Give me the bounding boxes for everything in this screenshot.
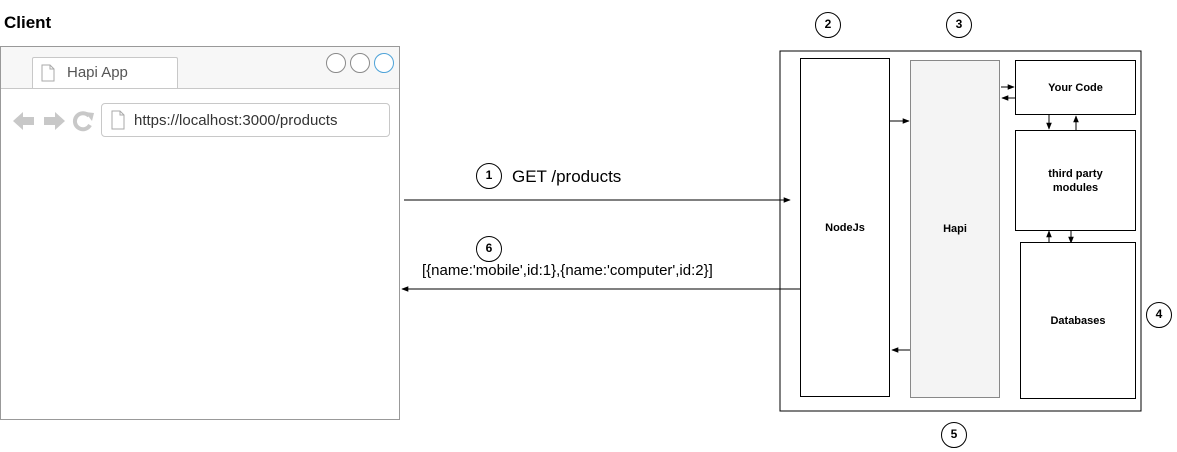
step-number-2: 2 — [815, 12, 841, 38]
third-party-label: third party modules — [1048, 167, 1103, 194]
forward-arrow-icon[interactable] — [42, 111, 66, 131]
browser-window: Hapi App https://localhost:3000/products — [0, 46, 400, 420]
step-number-5: 5 — [941, 422, 967, 448]
response-label: [{name:'mobile',id:1},{name:'computer',i… — [422, 262, 713, 279]
page-icon — [111, 110, 125, 130]
browser-tab[interactable]: Hapi App — [32, 57, 178, 90]
url-text: https://localhost:3000/products — [134, 112, 338, 129]
databases-label: Databases — [1050, 314, 1106, 327]
your-code-label: Your Code — [1048, 81, 1103, 94]
your-code-box: Your Code — [1015, 60, 1136, 115]
step-number-6: 6 — [476, 236, 502, 262]
databases-box: Databases — [1020, 242, 1136, 399]
browser-toolbar: https://localhost:3000/products — [1, 88, 399, 158]
nodejs-box: NodeJs — [800, 58, 890, 397]
nodejs-label: NodeJs — [825, 221, 865, 234]
request-label: GET /products — [512, 167, 622, 186]
client-title: Client — [4, 13, 52, 32]
step-number-1: 1 — [476, 163, 502, 189]
hapi-box: Hapi — [910, 60, 1000, 398]
window-maximize-button[interactable] — [350, 53, 370, 73]
window-close-button[interactable] — [374, 53, 394, 73]
browser-header: Hapi App https://localhost:3000/products — [1, 47, 399, 158]
window-minimize-button[interactable] — [326, 53, 346, 73]
hapi-label: Hapi — [943, 223, 967, 235]
url-field[interactable]: https://localhost:3000/products — [101, 103, 390, 137]
tab-label: Hapi App — [67, 64, 128, 81]
page-icon — [41, 64, 55, 82]
reload-icon[interactable] — [72, 111, 95, 132]
step-number-4: 4 — [1146, 302, 1172, 328]
step-number-3: 3 — [946, 12, 972, 38]
third-party-modules-box: third party modules — [1015, 130, 1136, 231]
back-arrow-icon[interactable] — [12, 111, 36, 131]
